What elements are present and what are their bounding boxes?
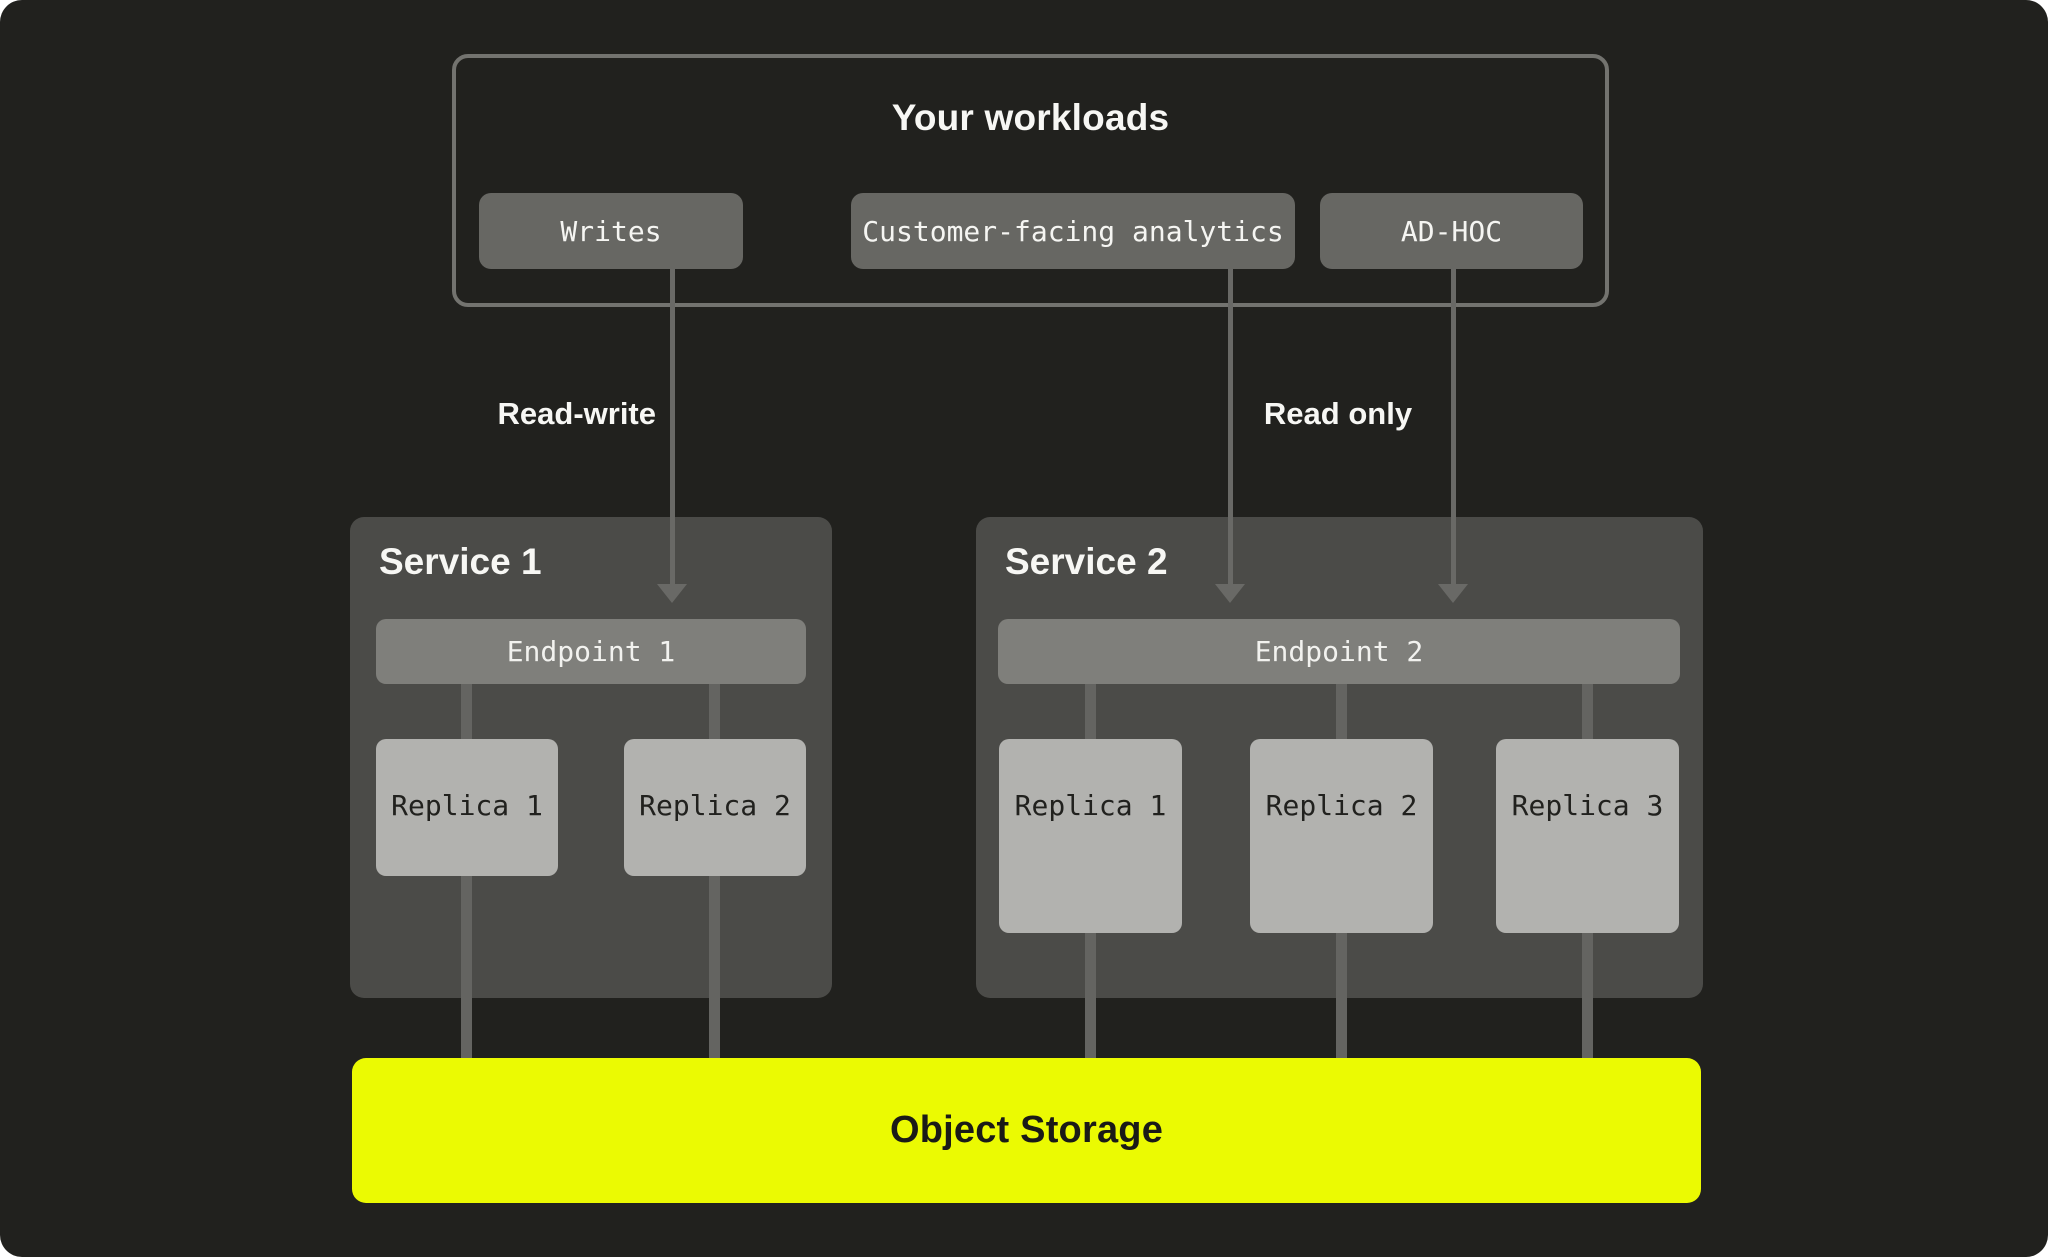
arrow-writes-to-endpoint1-line	[670, 269, 675, 585]
service2-replica3-card: Replica 3	[1496, 739, 1679, 933]
object-storage-bar: Object Storage	[352, 1058, 1701, 1203]
workloads-frame	[452, 54, 1609, 307]
arrow-adhoc-to-endpoint2-line	[1451, 269, 1456, 585]
service2-endpoint: Endpoint 2	[998, 619, 1680, 684]
arrow-adhoc-to-endpoint2-head	[1438, 584, 1468, 603]
workload-chip-ad-hoc-label: AD-HOC	[1400, 214, 1503, 248]
workload-chip-customer-facing-analytics-label: Customer-facing analytics	[862, 214, 1284, 248]
service1-replica1-card: Replica 1	[376, 739, 558, 876]
workload-chip-writes: Writes	[479, 193, 743, 269]
workloads-title: Your workloads	[891, 97, 1170, 138]
service2-replica1-card: Replica 1	[999, 739, 1182, 933]
service2-endpoint-label: Endpoint 2	[1254, 635, 1424, 668]
service1-replica2-card: Replica 2	[624, 739, 806, 876]
service1-endpoint-label: Endpoint 1	[506, 635, 676, 668]
workload-chip-ad-hoc: AD-HOC	[1320, 193, 1583, 269]
service2-replica2-card: Replica 2	[1250, 739, 1433, 933]
workload-chip-customer-facing-analytics: Customer-facing analytics	[851, 193, 1295, 269]
arrow-analytics-to-endpoint2-line	[1228, 269, 1233, 585]
arrow-writes-to-endpoint1-head	[657, 584, 687, 603]
service2-title: Service 2	[1005, 541, 1168, 582]
arrow-analytics-to-endpoint2-head	[1215, 584, 1245, 603]
service2-replica1-label: Replica 1	[1014, 789, 1167, 822]
service1-replica1-label: Replica 1	[391, 789, 543, 822]
service1-replica2-label: Replica 2	[639, 789, 791, 822]
edge-label-read-write: Read-write	[497, 396, 656, 431]
service1-endpoint: Endpoint 1	[376, 619, 806, 684]
workload-chip-writes-label: Writes	[560, 214, 662, 248]
edge-label-read-only: Read only	[1263, 396, 1413, 431]
object-storage-label: Object Storage	[889, 1109, 1164, 1151]
service1-title: Service 1	[379, 541, 542, 582]
service2-replica2-label: Replica 2	[1265, 789, 1418, 822]
service2-replica3-label: Replica 3	[1511, 789, 1664, 822]
